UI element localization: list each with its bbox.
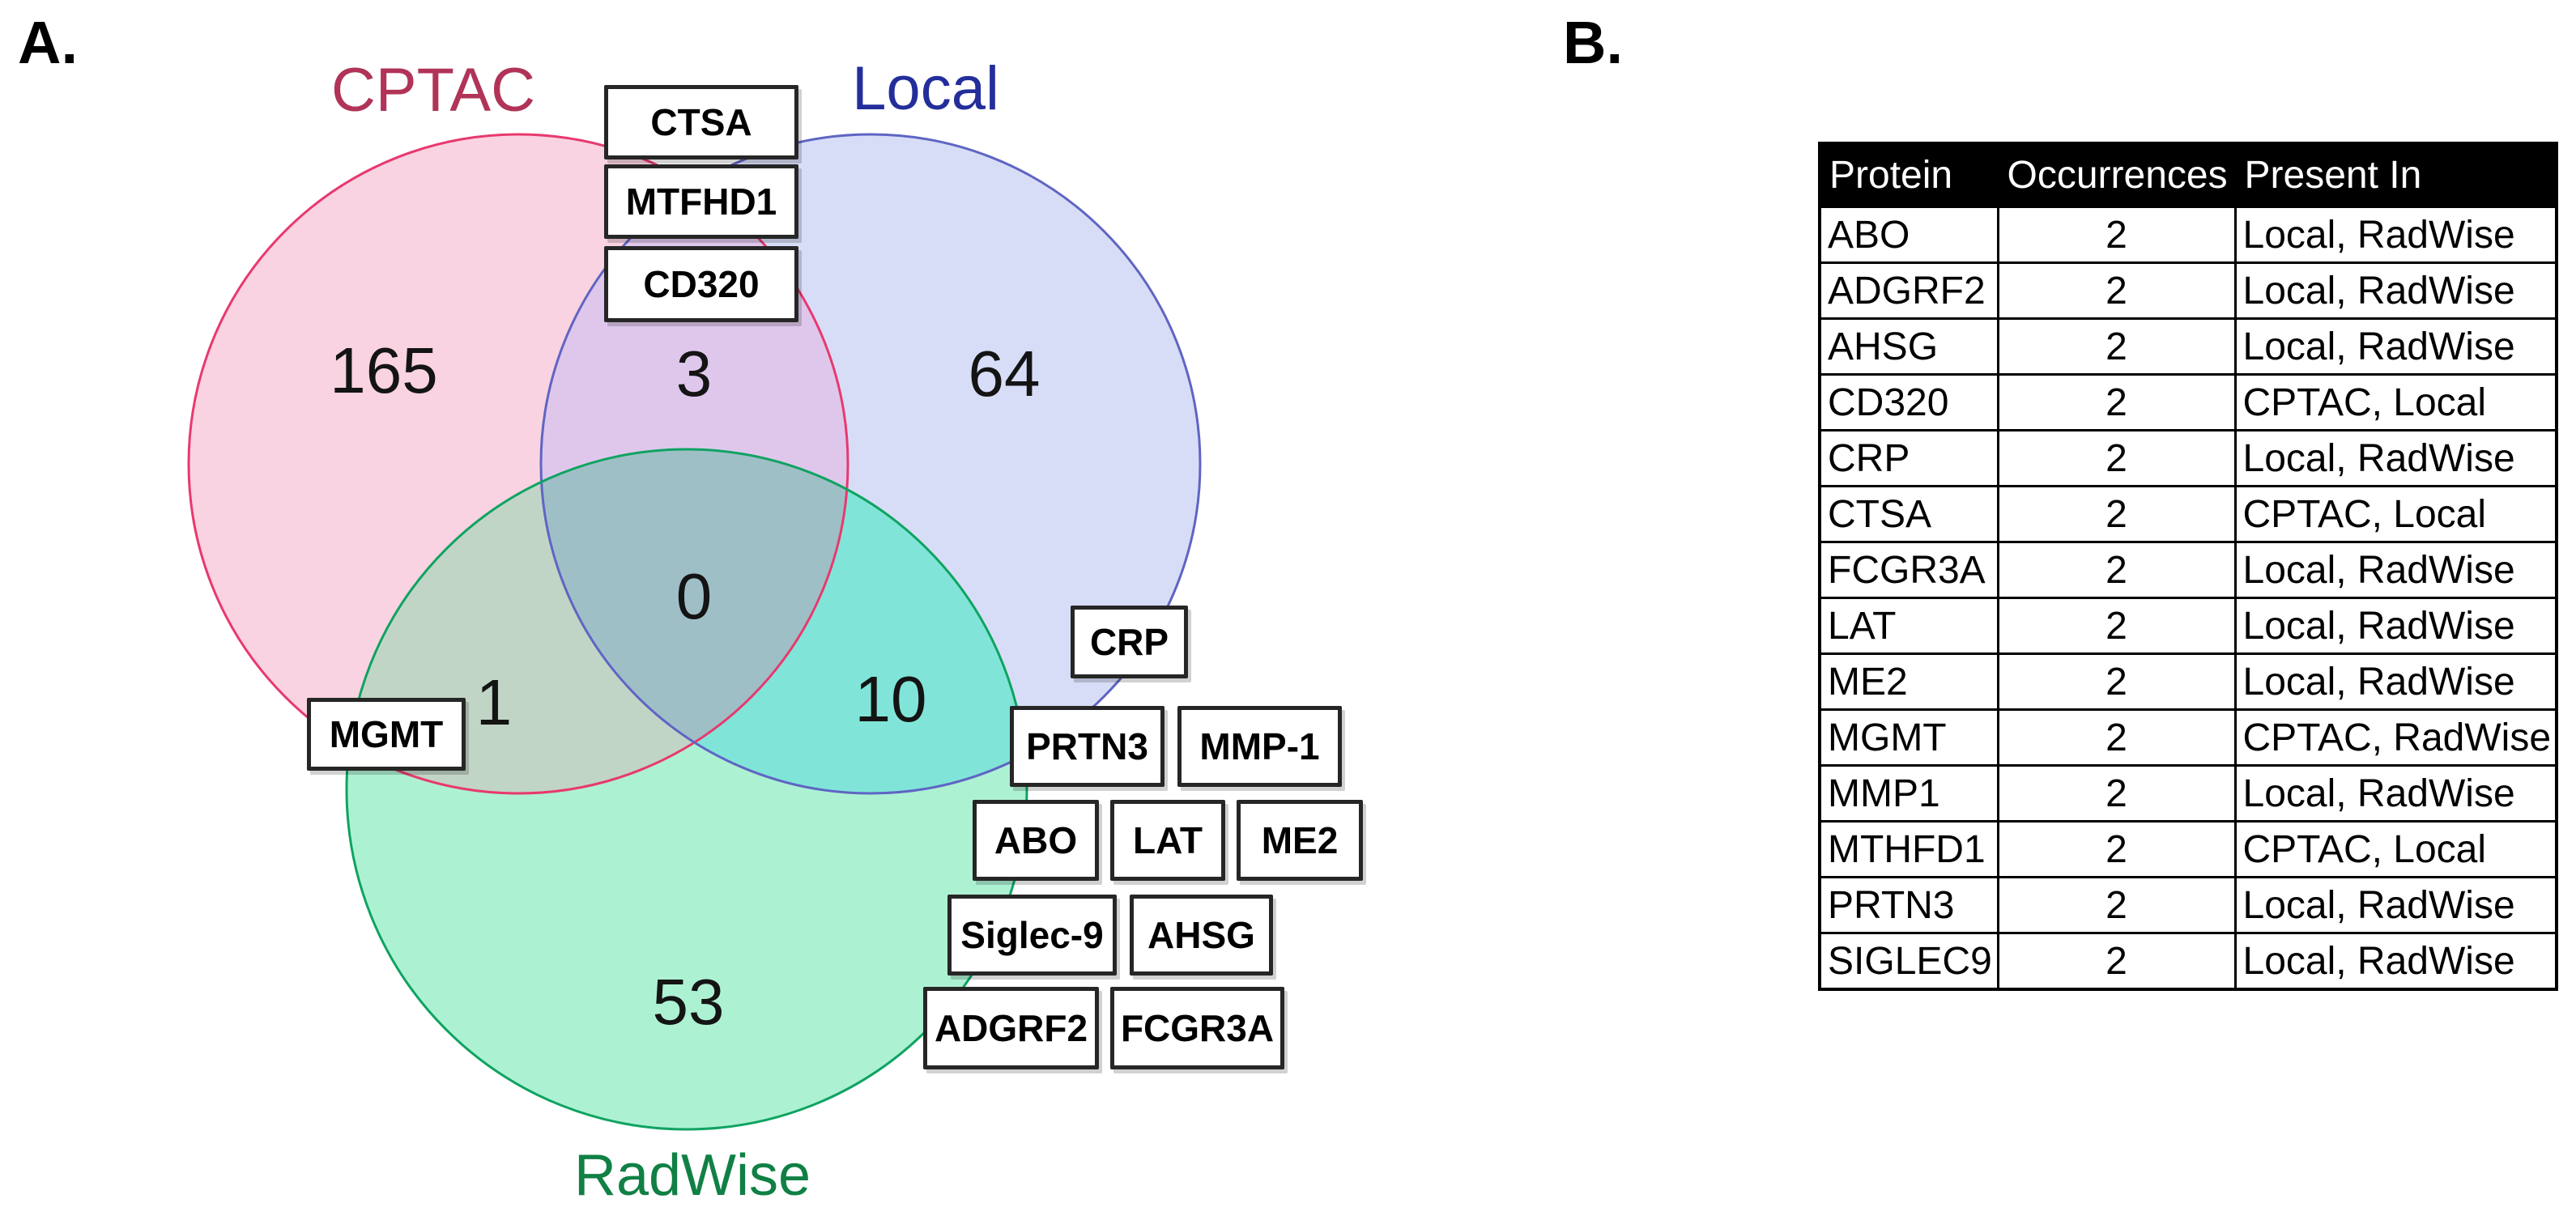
cell-present-in: Local, RadWise bbox=[2233, 317, 2558, 376]
cell-protein: CTSA bbox=[1818, 485, 1999, 543]
cell-occurrences: 2 bbox=[1996, 708, 2237, 767]
protein-box-siglec-9: Siglec-9 bbox=[947, 895, 1117, 976]
cell-occurrences: 2 bbox=[1996, 261, 2237, 320]
count-radwise-only: 53 bbox=[652, 966, 725, 1038]
protein-box-cd320: CD320 bbox=[604, 246, 798, 322]
cell-protein: ADGRF2 bbox=[1818, 261, 1999, 320]
cell-present-in: CPTAC, Local bbox=[2233, 820, 2558, 878]
cell-present-in: Local, RadWise bbox=[2233, 206, 2558, 264]
cell-protein: CRP bbox=[1818, 429, 1999, 487]
cell-present-in: Local, RadWise bbox=[2233, 653, 2558, 711]
col-header-occurrences: Occurrences bbox=[1996, 142, 2237, 208]
cell-occurrences: 2 bbox=[1996, 206, 2237, 264]
cell-occurrences: 2 bbox=[1996, 429, 2237, 487]
cptac-set-title: CPTAC bbox=[331, 56, 535, 125]
cell-present-in: Local, RadWise bbox=[2233, 429, 2558, 487]
cell-present-in: CPTAC, RadWise bbox=[2233, 708, 2558, 767]
cell-occurrences: 2 bbox=[1996, 820, 2237, 878]
protein-box-prtn3: PRTN3 bbox=[1010, 706, 1165, 787]
count-local-only: 64 bbox=[968, 338, 1041, 410]
protein-box-adgrf2: ADGRF2 bbox=[923, 987, 1099, 1069]
cell-protein: ABO bbox=[1818, 206, 1999, 264]
protein-box-ahsg: AHSG bbox=[1130, 895, 1273, 976]
cell-protein: MGMT bbox=[1818, 708, 1999, 767]
cell-present-in: Local, RadWise bbox=[2233, 597, 2558, 655]
protein-box-ctsa: CTSA bbox=[604, 85, 798, 159]
cell-occurrences: 2 bbox=[1996, 597, 2237, 655]
count-cptac-only: 165 bbox=[330, 334, 438, 406]
cell-occurrences: 2 bbox=[1996, 317, 2237, 376]
col-header-present-in: Present In bbox=[2233, 142, 2558, 208]
panel-a-label: A. bbox=[18, 9, 78, 76]
protein-box-mgmt: MGMT bbox=[307, 698, 466, 771]
cell-protein: CD320 bbox=[1818, 373, 1999, 431]
radwise-circle-outline bbox=[345, 448, 1028, 1131]
count-triple-overlap: 0 bbox=[675, 560, 713, 632]
panel-b-label: B. bbox=[1563, 9, 1623, 76]
cell-present-in: Local, RadWise bbox=[2233, 932, 2558, 991]
cell-occurrences: 2 bbox=[1996, 764, 2237, 823]
protein-box-fcgr3a: FCGR3A bbox=[1110, 987, 1284, 1069]
protein-box-abo: ABO bbox=[973, 800, 1099, 881]
local-circle-outline bbox=[539, 133, 1202, 795]
cptac-circle-outline bbox=[187, 133, 849, 795]
cell-present-in: CPTAC, Local bbox=[2233, 485, 2558, 543]
cell-protein: SIGLEC9 bbox=[1818, 932, 1999, 991]
cell-protein: ME2 bbox=[1818, 653, 1999, 711]
protein-box-mmp-1: MMP-1 bbox=[1177, 706, 1342, 787]
cell-protein: MMP1 bbox=[1818, 764, 1999, 823]
protein-box-crp: CRP bbox=[1071, 606, 1188, 678]
venn-diagram: CPTAC Local RadWise 165 64 53 3 1 10 0 C… bbox=[187, 54, 1363, 1208]
col-header-protein: Protein bbox=[1818, 142, 1999, 208]
cell-protein: AHSG bbox=[1818, 317, 1999, 376]
cell-occurrences: 2 bbox=[1996, 373, 2237, 431]
cell-occurrences: 2 bbox=[1996, 876, 2237, 934]
protein-box-me2: ME2 bbox=[1237, 800, 1363, 881]
cell-present-in: Local, RadWise bbox=[2233, 876, 2558, 934]
count-local-radwise-overlap: 10 bbox=[854, 663, 927, 735]
count-cptac-local-overlap: 3 bbox=[675, 338, 713, 410]
cell-present-in: Local, RadWise bbox=[2233, 764, 2558, 823]
cell-occurrences: 2 bbox=[1996, 932, 2237, 991]
cell-protein: PRTN3 bbox=[1818, 876, 1999, 934]
radwise-set-title: RadWise bbox=[573, 1143, 811, 1208]
cell-present-in: CPTAC, Local bbox=[2233, 373, 2558, 431]
cell-protein: LAT bbox=[1818, 597, 1999, 655]
cell-occurrences: 2 bbox=[1996, 485, 2237, 543]
protein-box-mtfhd1: MTFHD1 bbox=[604, 164, 798, 239]
cell-occurrences: 2 bbox=[1996, 653, 2237, 711]
cell-present-in: Local, RadWise bbox=[2233, 541, 2558, 599]
table-header-row: Protein Occurrences Present In bbox=[1818, 142, 2558, 208]
local-set-title: Local bbox=[852, 54, 999, 123]
count-cptac-radwise-overlap: 1 bbox=[475, 666, 513, 738]
cell-protein: FCGR3A bbox=[1818, 541, 1999, 599]
cell-protein: MTHFD1 bbox=[1818, 820, 1999, 878]
protein-box-lat: LAT bbox=[1110, 800, 1225, 881]
cell-occurrences: 2 bbox=[1996, 541, 2237, 599]
cell-present-in: Local, RadWise bbox=[2233, 261, 2558, 320]
